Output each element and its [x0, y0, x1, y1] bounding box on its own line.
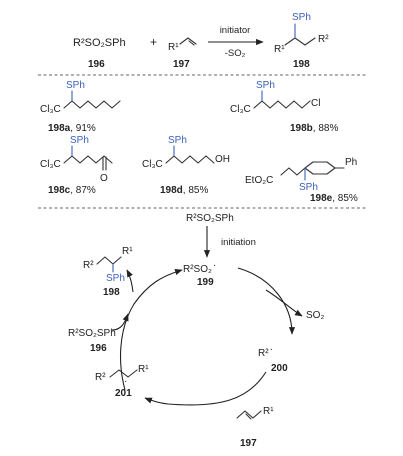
product-198: SPh R¹ R²: [274, 12, 329, 55]
hydroxyl-label: OH: [215, 154, 230, 165]
radical-chain-cycle: R²SO₂SPh initiation R²SO₂· 199 SO₂ R²· 2…: [68, 213, 324, 449]
r1-label: R¹: [138, 364, 149, 375]
reagent-197-number: 197: [173, 59, 190, 70]
example-198e: EtO₂C Ph SPh 198e, 85%: [245, 157, 358, 204]
reagent-196-entry-arrow: [111, 313, 129, 331]
plus-sign: +: [150, 35, 157, 49]
cl-label: Cl: [311, 98, 320, 109]
alkene-r1-label: R¹: [263, 406, 274, 417]
example-198e-caption: 198e, 85%: [310, 193, 358, 204]
sph-label: SPh: [256, 80, 275, 91]
start-reagent: R²SO₂SPh: [186, 213, 234, 224]
radical-200: R²·: [258, 344, 273, 359]
cl3c-label: Cl₃C: [40, 104, 61, 115]
sph-label: SPh: [106, 273, 125, 284]
example-198a-caption: 198a, 91%: [48, 123, 96, 134]
alkene-r1-label: R¹: [168, 42, 179, 53]
eto2c-label: EtO₂C: [245, 175, 273, 186]
radical-199: R²SO₂·: [183, 260, 216, 275]
arc-199-to-200: [237, 267, 296, 335]
alkene-bond: [179, 37, 197, 45]
r2-label: R²: [83, 260, 94, 271]
so2-label: SO₂: [306, 310, 324, 321]
arc-201-to-199: [119, 269, 183, 391]
num-198: 198: [103, 287, 120, 298]
svg-text:·: ·: [124, 376, 127, 387]
num-199: 199: [197, 277, 214, 288]
phenyl-label: Ph: [345, 157, 357, 168]
arrow-label-initiator: initiator: [220, 25, 251, 36]
general-reaction: R²SO₂SPh 196 + R¹ 197 initiator -SO₂ SPh…: [73, 12, 329, 70]
example-198d-caption: 198d, 85%: [160, 185, 208, 196]
sph-label: SPh: [70, 135, 89, 146]
radical-201: R² · R¹: [95, 364, 149, 387]
num-200: 200: [271, 363, 288, 374]
example-198d: Cl₃C SPh OH 198d, 85%: [142, 135, 230, 196]
alkene-197: R¹: [168, 37, 197, 53]
sph-label: SPh: [66, 80, 85, 91]
example-198b: Cl₃C SPh Cl 198b, 88%: [230, 80, 338, 134]
r2-label: R²: [95, 372, 106, 383]
reagent-196-formula: R²SO₂SPh: [73, 37, 126, 49]
initiation-label: initiation: [221, 237, 256, 248]
example-198c-caption: 198c, 87%: [48, 185, 96, 196]
cl3c-label: Cl₃C: [40, 159, 61, 170]
num-201: 201: [115, 388, 132, 399]
reagent-196-cycle: R²SO₂SPh: [68, 328, 116, 339]
num-196: 196: [90, 343, 107, 354]
example-198a: Cl₃C SPh 198a, 91%: [40, 80, 121, 134]
r1-label: R¹: [122, 246, 133, 257]
num-197: 197: [240, 438, 257, 449]
reagent-196-number: 196: [88, 59, 105, 70]
product-r1-label: R¹: [274, 44, 285, 55]
product-198-cycle: R² R¹ SPh: [83, 246, 133, 284]
sph-label: SPh: [168, 135, 187, 146]
example-198c: Cl₃C SPh O 198c, 87%: [40, 135, 113, 196]
arrow-label-so2: -SO₂: [225, 48, 246, 59]
arc-200-to-201: [144, 371, 267, 406]
product-release-arrow: [126, 269, 134, 293]
oxygen-label: O: [100, 173, 108, 184]
alkene-197-cycle: R¹: [236, 406, 274, 420]
product-198-number: 198: [293, 59, 310, 70]
example-198b-caption: 198b, 88%: [290, 123, 338, 134]
cl3c-label: Cl₃C: [142, 159, 163, 170]
product-r2-label: R²: [318, 34, 329, 45]
so2-release-arrow: [265, 289, 303, 317]
sph-label: SPh: [299, 182, 318, 193]
product-sph-label: SPh: [292, 12, 311, 23]
cl3c-label: Cl₃C: [230, 104, 251, 115]
